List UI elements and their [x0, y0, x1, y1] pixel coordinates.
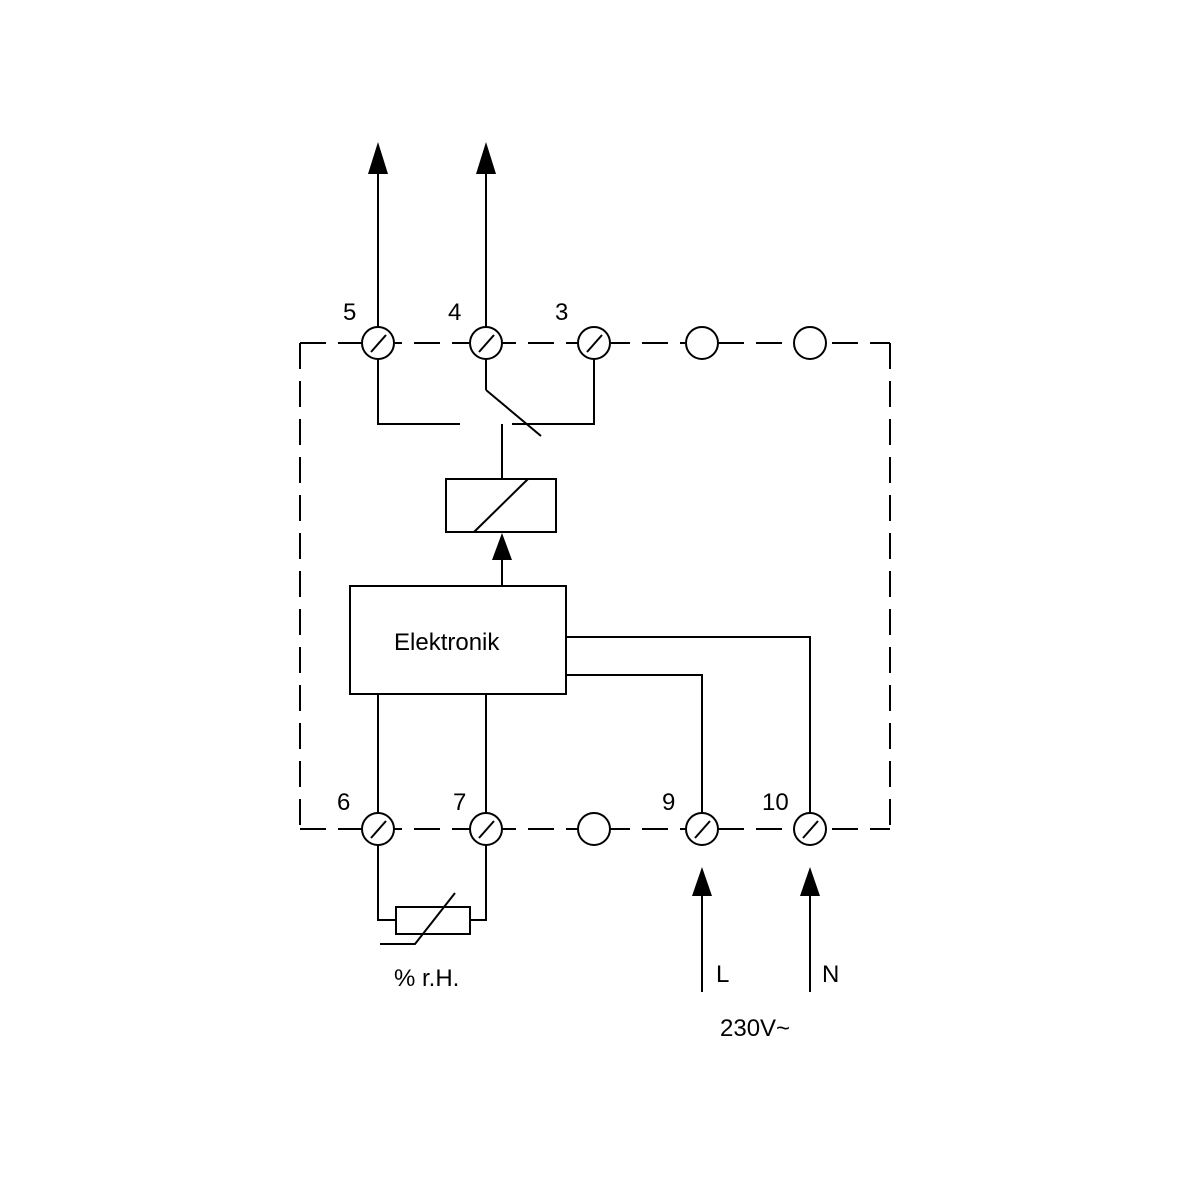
arrow-up-icon	[368, 142, 388, 174]
terminal-unused-top-1	[685, 326, 719, 360]
housing-outline	[299, 342, 891, 830]
terminal-4-label: 4	[448, 299, 461, 326]
terminal-unused-top-2	[793, 326, 827, 360]
terminal-5-label: 5	[343, 299, 356, 326]
sensor-lead-right	[470, 829, 487, 921]
arrow-up-icon	[492, 533, 512, 560]
terminal-6-label: 6	[337, 789, 350, 816]
supply-line-label: L	[716, 961, 729, 988]
relay-coil-box	[445, 478, 557, 533]
supply-voltage-label: 230V~	[720, 1015, 790, 1042]
contact-nc-wire	[377, 343, 460, 425]
terminal-9-label: 9	[662, 789, 675, 816]
contact-no-wire	[512, 343, 595, 425]
control-signal	[492, 533, 512, 586]
screw-slot-icon	[478, 820, 495, 839]
screw-slot-icon	[586, 334, 603, 353]
arrow-up-icon	[692, 867, 712, 896]
screw-slot-icon	[802, 820, 819, 839]
relay-contact	[377, 343, 595, 479]
terminal-10-label: 10	[762, 789, 789, 816]
wire-to-terminal-9	[566, 674, 703, 829]
sensor-lead-left	[377, 829, 396, 921]
wire-to-terminal-10	[566, 636, 811, 829]
electronics-block: Elektronik	[349, 585, 567, 695]
relay-coil	[445, 478, 557, 533]
terminal-3-label: 3	[555, 299, 568, 326]
internal-wiring	[377, 636, 811, 829]
contact-switch-blade	[485, 389, 542, 437]
screw-slot-icon	[478, 334, 495, 353]
electronics-label: Elektronik	[394, 629, 500, 656]
relay-coil-slash	[473, 478, 529, 533]
screw-slot-icon	[694, 820, 711, 839]
arrow-up-icon	[476, 142, 496, 174]
supply-neutral-label: N	[822, 961, 839, 988]
supply-inputs: L N 230V~	[692, 867, 839, 1042]
terminal-unused-bottom	[577, 812, 611, 846]
sensor-label: % r.H.	[394, 965, 459, 992]
sensor-resistor-box	[395, 906, 471, 935]
electronics-box	[349, 585, 567, 695]
terminal-7-label: 7	[453, 789, 466, 816]
top-terminal-row: 5 4 3	[343, 299, 827, 360]
bottom-terminal-row: 6 7 9 10	[337, 789, 827, 846]
arrow-up-icon	[800, 867, 820, 896]
screw-slot-icon	[370, 334, 387, 353]
output-wires	[368, 142, 496, 343]
screw-slot-icon	[370, 820, 387, 839]
sensor-variable-slash	[380, 892, 456, 945]
humidity-sensor: % r.H.	[377, 829, 487, 992]
